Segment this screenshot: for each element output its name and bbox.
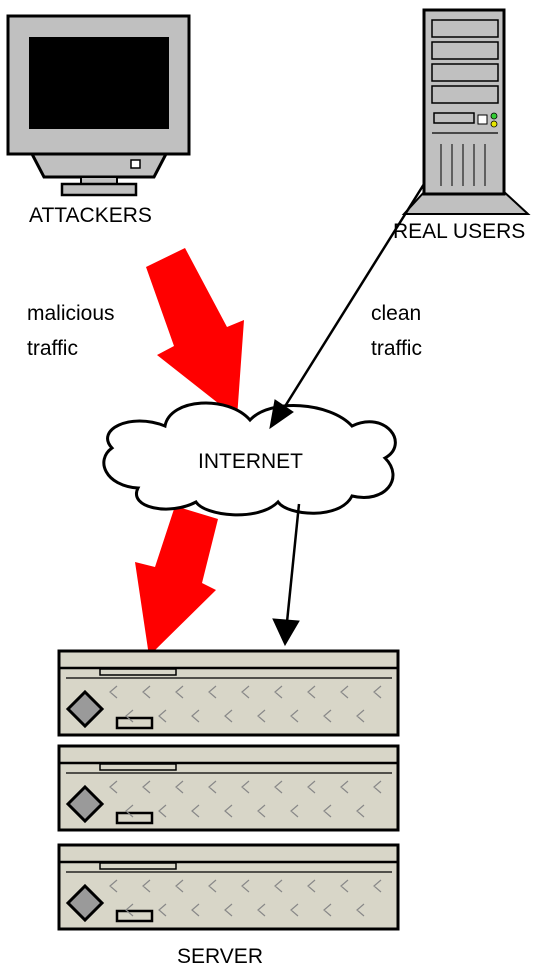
clean-traffic-arrow-lower <box>272 503 301 647</box>
server-label: SERVER <box>177 945 263 968</box>
cloud-icon <box>102 401 397 517</box>
server-unit <box>57 649 400 737</box>
clean-traffic-label-line1: clean <box>371 302 421 325</box>
malicious-traffic-arrow-upper <box>146 248 244 418</box>
real-users-label: REAL USERS <box>393 220 525 243</box>
attackers-label: ATTACKERS <box>29 204 152 227</box>
tower-pc-icon <box>401 8 531 215</box>
green-led-icon <box>490 112 498 120</box>
malicious-traffic-arrow-lower <box>135 506 218 656</box>
internet-label: INTERNET <box>198 450 303 473</box>
crt-monitor-icon <box>6 14 191 197</box>
clean-traffic-arrow-upper <box>269 183 426 430</box>
yellow-led-icon <box>490 120 498 128</box>
server-unit <box>57 843 400 931</box>
monitor-screen <box>29 37 169 129</box>
clean-traffic-label-line2: traffic <box>371 337 422 360</box>
malicious-traffic-label-line1: malicious <box>27 302 115 325</box>
power-button-icon <box>130 159 141 169</box>
rack-server-icon <box>57 649 400 931</box>
server-unit <box>57 744 400 832</box>
malicious-traffic-label-line2: traffic <box>27 337 78 360</box>
